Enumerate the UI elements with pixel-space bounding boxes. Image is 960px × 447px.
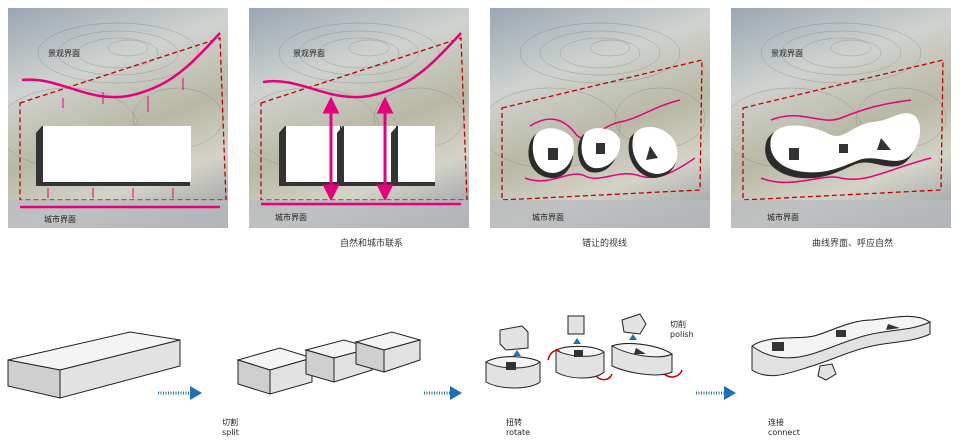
step-split-en: split <box>222 428 239 437</box>
urban-interface-label: 城市界面 <box>767 213 799 222</box>
step-connect-zh: 连接 <box>768 418 784 427</box>
process-arrow-1 <box>158 386 202 400</box>
landscape-interface-label: 景观界面 <box>48 49 80 58</box>
building-block-b <box>344 126 396 182</box>
step-connect-en: connect <box>768 428 800 437</box>
step-rotate-label: 扭转 rotate <box>506 418 530 438</box>
rotate-block-3 <box>610 343 673 376</box>
view-arrows <box>47 78 184 198</box>
site-diagram-2 <box>249 22 469 228</box>
upper-flow-curve <box>770 99 912 121</box>
rotate-arrows <box>547 349 683 381</box>
slab-volume <box>7 331 181 399</box>
cut-piece-2 <box>567 315 585 335</box>
site-panel-1: 景观界面 城市界面 <box>8 8 228 228</box>
split-block-3 <box>354 331 422 373</box>
cut-piece-1 <box>499 325 529 351</box>
rotate-block-1 <box>484 356 541 389</box>
site-panel-3: 城市界面 <box>490 8 710 228</box>
step-rotate-zh: 扭转 <box>506 418 522 427</box>
urban-road <box>8 200 228 228</box>
site-panel-4: 景观界面 城市界面 <box>731 8 951 228</box>
rotated-volume-3 <box>628 126 678 178</box>
landscape-interface-curve <box>262 32 462 99</box>
caption-staggered-sightlines: 错让的视线 <box>582 239 628 249</box>
process-arrow-3 <box>696 386 736 400</box>
urban-interface-label: 城市界面 <box>44 215 76 224</box>
process-arrow-2 <box>424 386 462 400</box>
landscape-interface-label: 景观界面 <box>771 49 803 58</box>
building-block-c <box>398 126 435 182</box>
connected-volume <box>765 113 921 179</box>
step-split-label: 切割 split <box>222 418 239 438</box>
site-diagram-1 <box>8 22 228 228</box>
rotate-block-2 <box>554 345 605 379</box>
caption-curved-interface: 曲线界面、呼应自然 <box>812 239 894 249</box>
building-block <box>43 126 191 182</box>
step-connect-label: 连接 connect <box>768 418 800 438</box>
landscape-interface-label: 景观界面 <box>293 49 325 58</box>
urban-road <box>490 200 710 228</box>
cut-piece-3 <box>621 313 647 335</box>
urban-road <box>731 200 951 228</box>
connection-arrows <box>322 96 394 202</box>
rotated-volume-2 <box>577 128 621 173</box>
connected-form <box>751 315 932 381</box>
polish-label: 切削 polish <box>670 320 694 340</box>
landscape-interface-curve <box>21 32 221 99</box>
caption-nature-city-link: 自然和城市联系 <box>340 239 404 249</box>
site-boundary <box>501 59 703 201</box>
form-process-diagram <box>7 313 932 400</box>
urban-interface-label: 城市界面 <box>275 213 307 222</box>
site-diagram-3 <box>490 22 710 228</box>
rotated-volume-1 <box>528 128 574 179</box>
polish-zh: 切削 <box>670 320 686 329</box>
split-block-1 <box>236 347 314 395</box>
site-diagram-4 <box>731 22 951 228</box>
site-panel-2: 景观界面 城市界面 <box>249 8 469 228</box>
lift-arrows <box>513 334 637 356</box>
step-rotate-en: rotate <box>506 428 531 437</box>
lower-flow-curve <box>760 157 932 184</box>
step-split-zh: 切割 <box>222 418 238 427</box>
site-boundary <box>742 59 944 201</box>
urban-interface-label: 城市界面 <box>532 213 564 222</box>
polish-en: polish <box>670 330 694 339</box>
